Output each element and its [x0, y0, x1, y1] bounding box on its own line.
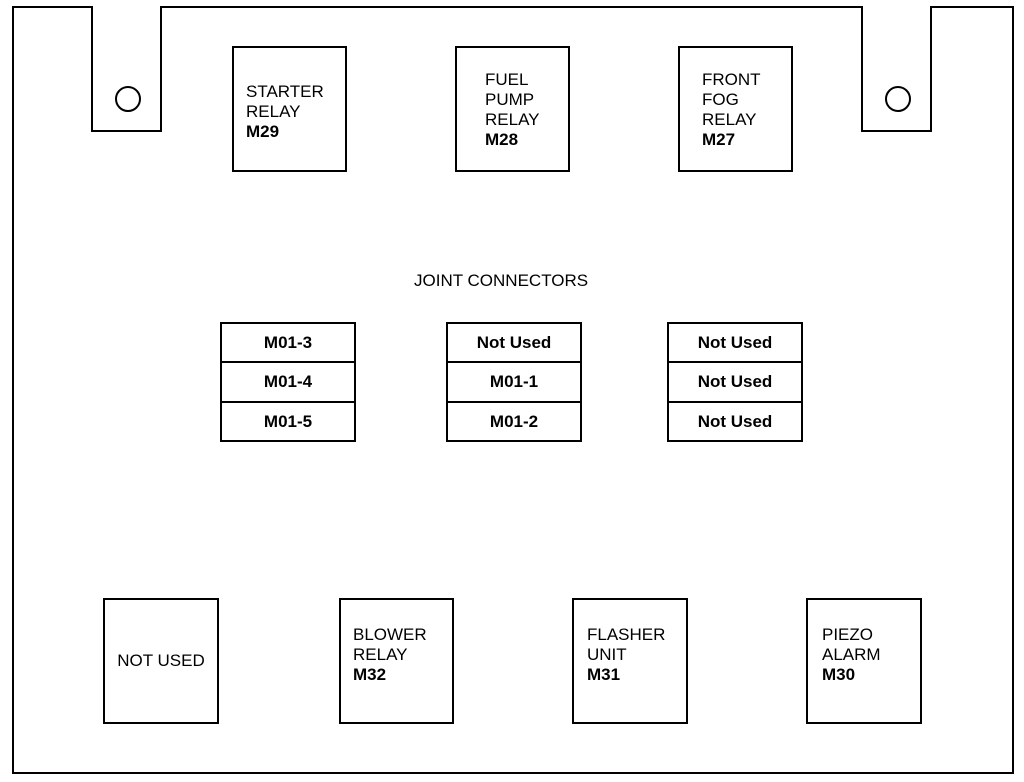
starter-relay-label: STARTER RELAY M29	[246, 82, 324, 142]
label-line: FOG	[702, 90, 739, 109]
connector-slot: M01-3	[220, 322, 356, 362]
fuel-pump-relay-label: FUEL PUMP RELAY M28	[485, 70, 540, 150]
label-line: BLOWER	[353, 625, 427, 644]
label-line: ALARM	[822, 645, 881, 664]
connector-slot: M01-2	[446, 402, 582, 442]
relay-code: M30	[822, 665, 856, 684]
right-mounting-tab	[861, 6, 932, 132]
front-fog-relay-label: FRONT FOG RELAY M27	[702, 70, 761, 150]
label-line: UNIT	[587, 645, 627, 664]
connector-slot: M01-4	[220, 362, 356, 402]
label-line: FUEL	[485, 70, 529, 89]
right-mounting-hole-icon	[885, 86, 911, 112]
connector-slot: Not Used	[446, 322, 582, 362]
not-used-label: NOT USED	[117, 651, 205, 670]
left-mounting-tab	[91, 6, 162, 132]
relay-code: M32	[353, 665, 387, 684]
label-line: RELAY	[485, 110, 540, 129]
blower-relay-box: BLOWER RELAY M32	[339, 598, 454, 724]
label-line: RELAY	[702, 110, 757, 129]
connector-slot: Not Used	[667, 362, 803, 402]
flasher-unit-label: FLASHER UNIT M31	[587, 625, 665, 685]
label-line: STARTER	[246, 82, 324, 101]
not-used-relay-box: NOT USED	[103, 598, 219, 724]
joint-connector-right: Not Used Not Used Not Used	[667, 322, 803, 442]
left-mounting-hole-icon	[115, 86, 141, 112]
connector-slot: M01-5	[220, 402, 356, 442]
label-line: PIEZO	[822, 625, 874, 644]
label-line: FLASHER	[587, 625, 666, 644]
label-line: RELAY	[353, 645, 408, 664]
label-line: RELAY	[246, 102, 301, 121]
flasher-unit-box: FLASHER UNIT M31	[572, 598, 688, 724]
joint-connector-left: M01-3 M01-4 M01-5	[220, 322, 356, 442]
relay-code: M28	[485, 130, 519, 149]
connector-slot: M01-1	[446, 362, 582, 402]
connector-slot: Not Used	[667, 322, 803, 362]
blower-relay-label: BLOWER RELAY M32	[353, 625, 427, 685]
label-line: PUMP	[485, 90, 535, 109]
front-fog-relay-box: FRONT FOG RELAY M27	[678, 46, 793, 172]
starter-relay-box: STARTER RELAY M29	[232, 46, 347, 172]
relay-code: M31	[587, 665, 621, 684]
piezo-alarm-box: PIEZO ALARM M30	[806, 598, 922, 724]
joint-connectors-heading: JOINT CONNECTORS	[414, 271, 589, 290]
joint-connector-center: Not Used M01-1 M01-2	[446, 322, 582, 442]
piezo-alarm-label: PIEZO ALARM M30	[822, 625, 881, 685]
fuel-pump-relay-box: FUEL PUMP RELAY M28	[455, 46, 570, 172]
relay-code: M27	[702, 130, 736, 149]
connector-slot: Not Used	[667, 402, 803, 442]
label-line: FRONT	[702, 70, 761, 89]
relay-code: M29	[246, 122, 280, 141]
